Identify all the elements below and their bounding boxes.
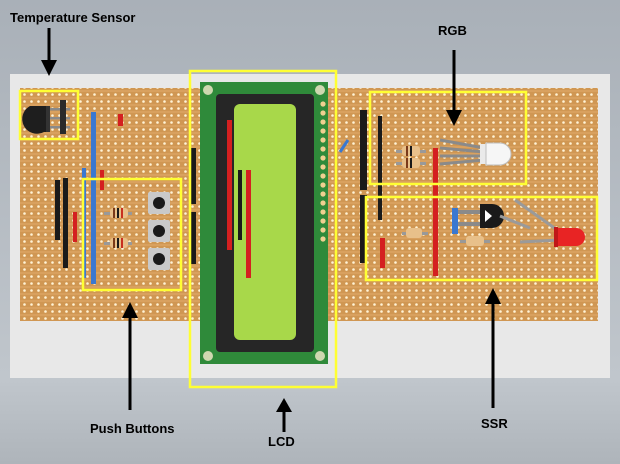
lcd-module (200, 82, 328, 364)
rgb-highlight (368, 90, 528, 186)
transistor-icon (452, 204, 531, 234)
resistor-icon (104, 146, 490, 248)
ssr-label: SSR (481, 416, 508, 431)
push-buttons-highlight (81, 177, 183, 292)
red-led-icon (514, 198, 585, 247)
rgb-label: RGB (438, 23, 467, 38)
highlight-boxes (18, 69, 599, 389)
lcd-label: LCD (268, 434, 295, 449)
push-buttons-label: Push Buttons (90, 421, 175, 436)
lcd-highlight (188, 69, 338, 389)
temperature-sensor-arrow (41, 28, 57, 76)
tactile-switch-icon (148, 192, 170, 270)
rgb-led-icon (439, 138, 512, 166)
callout-arrows (41, 28, 501, 432)
temperature-sensor-label: Temperature Sensor (10, 10, 136, 25)
ssr-highlight (364, 195, 599, 282)
to92-sensor-icon (22, 100, 70, 134)
header-strips (55, 110, 367, 268)
push-buttons-arrow (122, 302, 138, 410)
rgb-arrow (446, 50, 462, 126)
ssr-arrow (485, 288, 501, 408)
temperature-sensor-highlight (18, 89, 80, 141)
lcd-arrow (276, 398, 292, 432)
